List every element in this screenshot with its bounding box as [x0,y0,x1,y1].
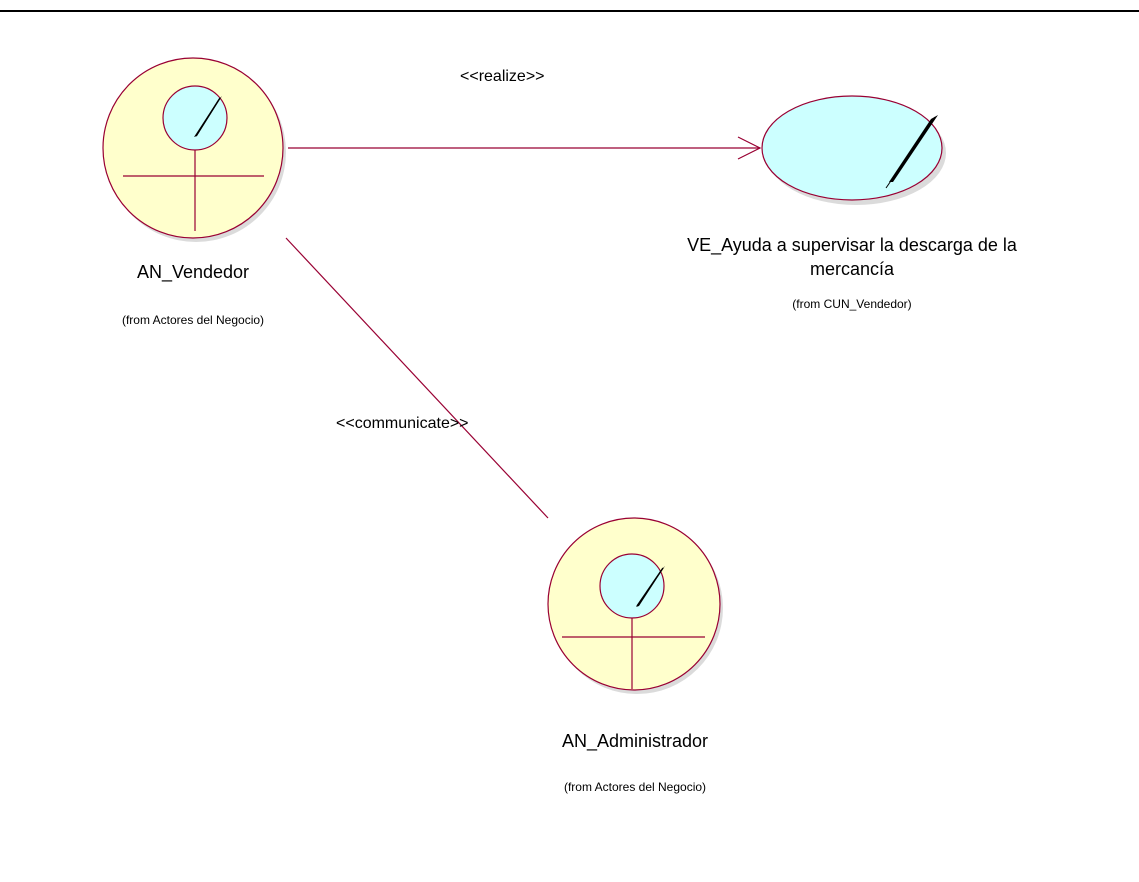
use-case-icon[interactable] [761,95,946,205]
use-case-name-line1: VE_Ayuda a supervisar la descarga de la [687,235,1017,255]
realize-connector[interactable] [288,136,762,160]
top-border-line [0,10,1139,12]
actor-administrador-icon[interactable] [547,517,723,694]
use-case-name-line2: mercancía [809,259,895,279]
actor-vendedor-package: (from Actores del Negocio) [121,313,265,327]
arrowhead-icon [737,136,762,160]
actor-vendedor-icon[interactable] [102,57,286,242]
actor-vendedor-name: AN_Vendedor [136,262,250,282]
actor-administrador-package: (from Actores del Negocio) [563,780,707,794]
realize-stereotype-label: <<realize>> [460,68,545,85]
communicate-connector[interactable] [285,237,549,519]
communicate-stereotype-label: <<communicate>> [336,415,469,432]
actor-administrador-name: AN_Administrador [561,731,709,751]
use-case-package: (from CUN_Vendedor) [792,297,912,311]
